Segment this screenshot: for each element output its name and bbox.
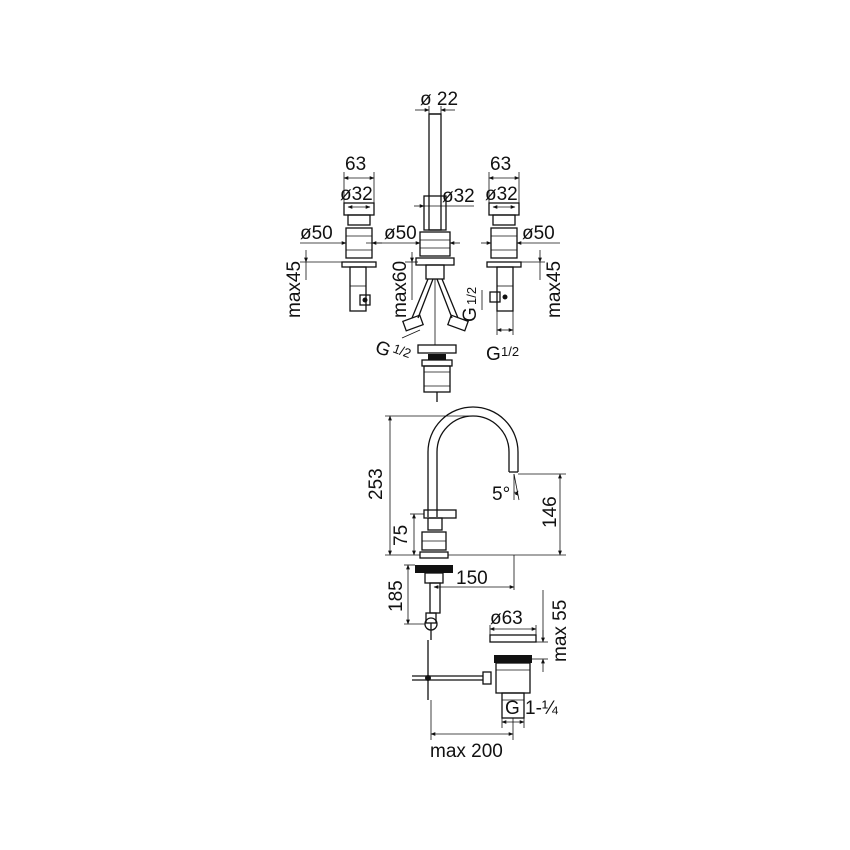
rod-max-label: max 200 bbox=[430, 741, 503, 762]
left-valve bbox=[341, 202, 377, 312]
right-thread-g: G bbox=[486, 344, 501, 365]
center-thread-frac: 1/2 bbox=[464, 287, 479, 305]
handle-height-label: 75 bbox=[391, 525, 412, 546]
waste-diameter-label: ø63 bbox=[490, 608, 523, 629]
left-d50-label: ø50 bbox=[300, 223, 333, 244]
right-max-label: max45 bbox=[544, 261, 565, 318]
left-width-label: 63 bbox=[345, 154, 366, 175]
spout-assembly bbox=[401, 113, 470, 402]
right-d50-label: ø50 bbox=[522, 223, 555, 244]
top-view: ø 22 63 ø32 ø50 max45 ø32 ø50 max60 63 ø… bbox=[284, 89, 565, 402]
height-label: 253 bbox=[366, 468, 387, 500]
gooseneck-spout bbox=[427, 406, 519, 517]
side-view: 253 75 5° 146 150 185 ø63 max 55 G 1-¼ m… bbox=[366, 406, 571, 762]
spout-diameter-label: ø 22 bbox=[420, 89, 458, 110]
pull-rod bbox=[412, 640, 492, 700]
left-d32-label: ø32 bbox=[340, 184, 373, 205]
center-thread-g: G bbox=[460, 307, 481, 322]
reach-label: 150 bbox=[456, 568, 488, 589]
spout-thread-g: G bbox=[372, 337, 393, 362]
right-d32-label: ø32 bbox=[485, 184, 518, 205]
left-max-label: max45 bbox=[284, 261, 305, 318]
waste-max-label: max 55 bbox=[550, 600, 571, 662]
side-view-dimensions bbox=[385, 415, 566, 740]
right-width-label: 63 bbox=[490, 154, 511, 175]
right-valve bbox=[486, 202, 522, 312]
spout-max-label: max60 bbox=[390, 261, 411, 318]
spout-height-label: 146 bbox=[540, 496, 561, 528]
waste-thread-label: G 1-¼ bbox=[505, 698, 559, 719]
right-thread-frac: 1/2 bbox=[501, 344, 519, 359]
angle-label: 5° bbox=[492, 484, 510, 505]
top-view-dimensions bbox=[300, 106, 560, 339]
spout-d32-label: ø32 bbox=[442, 186, 475, 207]
spout-d50-label: ø50 bbox=[384, 223, 417, 244]
below-deck-label: 185 bbox=[386, 580, 407, 612]
spout-thread-frac: 1/2 bbox=[391, 341, 413, 361]
handle-and-base bbox=[415, 509, 457, 640]
